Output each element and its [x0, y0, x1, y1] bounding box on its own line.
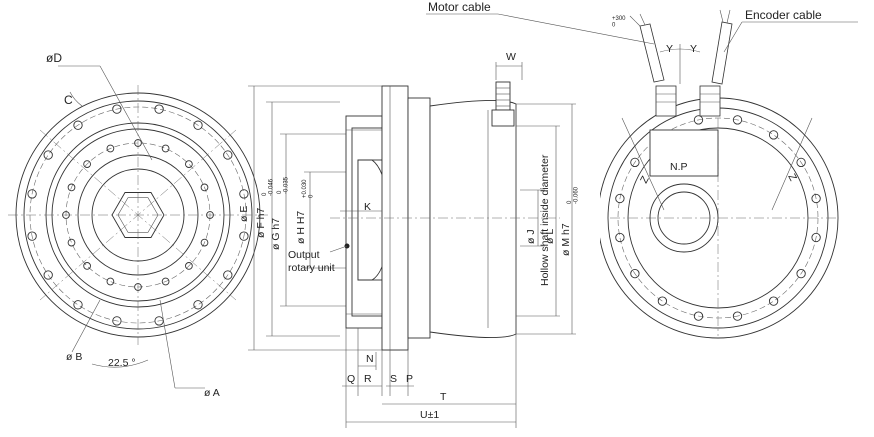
phi-m-label: ø M h7	[560, 223, 572, 256]
inner-bolt-hole	[67, 238, 76, 247]
z2-label: Z	[785, 172, 799, 184]
rear-bolt-hole	[693, 311, 704, 321]
rear-bolt-hole	[732, 311, 743, 321]
tol-h-label: +0.0300	[302, 179, 315, 198]
front-view: øD C ø B 22.5 ° ø A	[8, 51, 268, 399]
tol-m-label: 0-0.060	[567, 186, 580, 204]
t-label: T	[440, 391, 447, 403]
q-label: Q	[347, 373, 355, 385]
outer-bolt-hole	[193, 120, 203, 130]
phi-j-label: ø J	[525, 229, 537, 244]
inner-bolt-hole	[83, 262, 91, 270]
tol-g-label: 0-0.035	[277, 176, 290, 194]
outer-bolt-hole	[112, 104, 122, 114]
phi-a-label: ø A	[204, 387, 220, 399]
z1-label: Z	[638, 174, 652, 186]
nameplate	[649, 129, 719, 177]
r-label: R	[364, 373, 372, 385]
inner-bolt-hole	[106, 144, 115, 153]
inner-bolt-hole	[200, 238, 209, 247]
rear-bolt-hole	[796, 157, 806, 168]
s-label: S	[390, 373, 397, 385]
inner-bolt-hole	[161, 277, 170, 286]
outer-bolt-hole	[73, 300, 83, 310]
inner-bolt-hole	[206, 211, 214, 219]
phi-h-label: ø H H7	[295, 211, 307, 244]
output-label-line2: rotary unit	[288, 262, 335, 274]
rear-bolt-hole	[768, 130, 779, 140]
side-view: ø E ø F h7 0-0.046 ø G h7 0-0.035 ø H H7…	[238, 51, 580, 428]
outer-bolt-hole	[223, 150, 233, 160]
rear-bolt-hole	[615, 232, 625, 243]
inner-bolt-hole	[106, 277, 115, 286]
rear-bolt-hole	[732, 115, 743, 125]
inner-bolt-hole	[67, 183, 76, 192]
rear-bolt-hole	[811, 193, 821, 204]
c-label: C	[64, 93, 73, 107]
inner-bolt-hole	[161, 144, 170, 153]
u-label: U±1	[420, 409, 439, 421]
outer-bolt-hole	[27, 189, 37, 199]
rear-bolt-hole	[768, 296, 779, 306]
inner-bolt-hole	[83, 160, 91, 168]
outer-bolt-hole	[73, 120, 83, 130]
rear-bolt-hole	[630, 268, 640, 279]
hollow-shaft-opening	[649, 183, 719, 253]
outer-bolt-hole	[154, 104, 164, 114]
hollow-shaft-label: Hollow shaft inside diameter	[539, 154, 551, 286]
phi-g-label: ø G h7	[270, 218, 282, 250]
encoder-cable-label: Encoder cable	[745, 8, 822, 22]
output-label-line1: Output	[288, 249, 320, 261]
outer-bolt-hole	[112, 316, 122, 326]
inner-bolt-hole	[134, 139, 142, 147]
inner-bolt-hole	[185, 262, 193, 270]
k-label: K	[364, 201, 371, 213]
n-label: N	[366, 353, 374, 365]
y1-label: Y	[666, 43, 673, 55]
np-label: N.P	[670, 161, 688, 173]
outer-bolt-hole	[223, 270, 233, 280]
outer-bolt-hole	[43, 270, 53, 280]
tol-f-label: 0-0.046	[262, 178, 275, 196]
inner-bolt-hole	[134, 283, 142, 291]
inner-bolt-holes	[62, 139, 214, 291]
outer-bolt-hole	[27, 231, 37, 241]
inner-bolt-hole	[200, 183, 209, 192]
phi-e-label: ø E	[238, 206, 250, 222]
rear-bolt-hole	[693, 115, 704, 125]
rear-bolt-hole	[630, 157, 640, 168]
inner-bolt-hole	[185, 160, 193, 168]
motor-cable-label: Motor cable	[428, 0, 491, 14]
outer-bolt-hole	[239, 231, 249, 241]
phi-d-label: øD	[46, 51, 62, 65]
p-label: P	[406, 373, 413, 385]
rear-bolt-hole	[657, 296, 668, 306]
inner-bolt-hole	[62, 211, 70, 219]
angle-label: 22.5 °	[108, 357, 136, 369]
outer-bolt-hole	[193, 300, 203, 310]
y2-label: Y	[690, 43, 697, 55]
phi-f-label: ø F h7	[255, 207, 267, 238]
rear-bolt-hole	[615, 193, 625, 204]
rear-bolt-hole	[811, 232, 821, 243]
phi-l-label: ø L	[544, 229, 556, 244]
outer-bolt-hole	[239, 189, 249, 199]
outer-bolt-holes	[27, 104, 249, 326]
outer-bolt-hole	[43, 150, 53, 160]
w-label: W	[506, 51, 516, 63]
rear-bolt-hole	[796, 268, 806, 279]
phi-b-label: ø B	[66, 351, 82, 363]
